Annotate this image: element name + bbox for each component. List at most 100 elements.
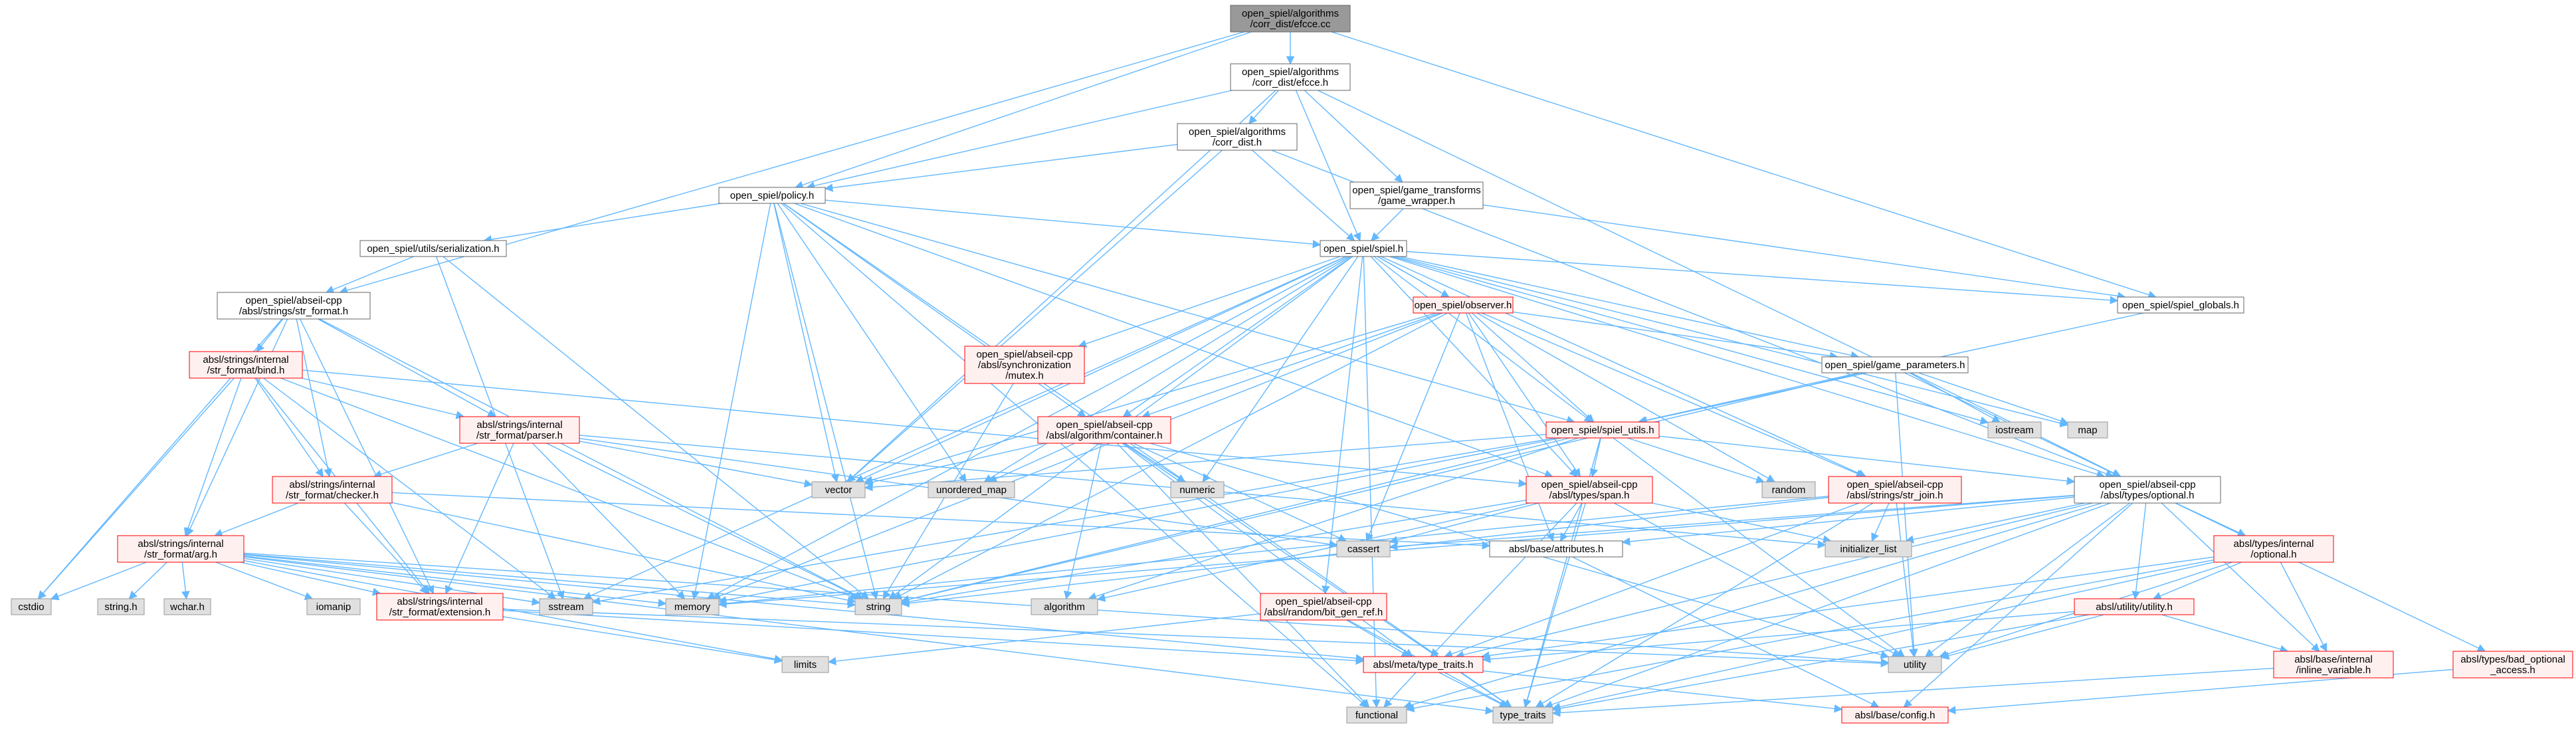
node-string[interactable]: string — [854, 598, 902, 615]
edge-optional_h-to-utility — [1924, 502, 2130, 657]
edge-parser_h-to-checker_h — [373, 443, 478, 478]
node-iostream[interactable]: iostream — [1987, 421, 2042, 439]
node-algorithm[interactable]: algorithm — [1031, 598, 1098, 615]
node-checker-h[interactable]: absl/strings/internal/str_format/checker… — [272, 476, 393, 504]
edge-checker_h-to-string — [391, 502, 856, 605]
node-box — [2117, 296, 2244, 314]
node-serialization-h[interactable]: open_spiel/utils/serialization.h — [359, 240, 507, 257]
node-box — [928, 481, 1015, 498]
edge-spiel_h-to-memory — [706, 256, 1349, 599]
edge-efcce_h-to-policy_h — [806, 90, 1233, 190]
node-container-h[interactable]: open_spiel/abseil-cpp/absl/algorithm/con… — [1037, 416, 1171, 444]
node-label: absl/types/bad_optional — [2460, 654, 2565, 665]
edge-optional_h-to-inline_variable_h — [2161, 502, 2320, 652]
node-policy-h[interactable]: open_spiel/policy.h — [718, 187, 826, 204]
node-label: open_spiel/policy.h — [730, 190, 814, 201]
node-sstream[interactable]: sstream — [539, 598, 593, 615]
node-label: map — [2078, 425, 2097, 436]
node-span-h[interactable]: open_spiel/abseil-cpp/absl/types/span.h — [1526, 476, 1653, 504]
node-label: absl/meta/type_traits.h — [1373, 659, 1474, 671]
node-label: absl/types/internal — [2234, 538, 2314, 550]
node-box — [1888, 656, 1942, 673]
node-limits[interactable]: limits — [781, 656, 829, 673]
edge-game_wrapper_h-to-spiel_globals_h — [1482, 204, 2126, 300]
edge-policy_h-to-spiel_h — [825, 199, 1322, 249]
node-string-h[interactable]: string.h — [97, 598, 145, 615]
edge-optional_h-to-cassert — [1389, 494, 2075, 551]
node-numeric[interactable]: numeric — [1170, 481, 1225, 498]
node-utility-utility-h[interactable]: absl/utility/utility.h — [2074, 598, 2195, 615]
node-unordered-map[interactable]: unordered_map — [928, 481, 1015, 498]
node-box — [1349, 181, 1484, 209]
edge-inline_variable_h-to-type_traits — [1551, 667, 2274, 717]
node-box — [1987, 421, 2042, 439]
node-random[interactable]: random — [1761, 481, 1816, 498]
edge-policy_h-to-type_traits — [783, 203, 1512, 708]
node-inline-variable-h[interactable]: absl/base/internal/inline_variable.h — [2273, 651, 2394, 679]
node-label: /str_format/arg.h — [144, 549, 217, 560]
node-initializer-list[interactable]: initializer_list — [1825, 540, 1912, 558]
node-box — [1825, 540, 1912, 558]
edge-policy_h-to-functional — [781, 203, 1368, 708]
edge-game_parameters_h-to-map — [1918, 372, 2069, 425]
node-map[interactable]: map — [2067, 421, 2108, 439]
node-label: /inline_variable.h — [2296, 665, 2371, 676]
node-spiel-globals-h[interactable]: open_spiel/spiel_globals.h — [2117, 296, 2244, 314]
node-corr-dist-h[interactable]: open_spiel/algorithms/corr_dist.h — [1177, 123, 1298, 151]
node-attributes-h[interactable]: absl/base/attributes.h — [1489, 540, 1623, 558]
node-box — [1545, 421, 1660, 439]
edge-bind_h-to-span_h — [302, 369, 1528, 488]
node-label: absl/strings/internal — [289, 479, 375, 490]
node-label: unordered_map — [936, 484, 1007, 496]
node-wchar-h[interactable]: wchar.h — [163, 598, 211, 615]
node-label: numeric — [1179, 484, 1215, 496]
node-arg-h[interactable]: absl/strings/internal/str_format/arg.h — [117, 535, 245, 563]
node-label: open_spiel/abseil-cpp — [1846, 479, 1943, 490]
node-label: open_spiel/abseil-cpp — [2099, 479, 2195, 490]
node-internal-optional-h[interactable]: absl/types/internal/optional.h — [2213, 535, 2334, 563]
node-config-h[interactable]: absl/base/config.h — [1841, 706, 1949, 724]
node-cassert[interactable]: cassert — [1336, 540, 1391, 558]
node-parser-h[interactable]: absl/strings/internal/str_format/parser.… — [459, 416, 580, 444]
node-iomanip[interactable]: iomanip — [306, 598, 361, 615]
edge-str_join_h-to-type_traits_h — [1444, 502, 1860, 658]
edge-container_h-to-type_traits_h — [1122, 443, 1413, 657]
node-bad-optional-access-h[interactable]: absl/types/bad_optional_access.h — [2452, 651, 2573, 679]
node-box — [376, 593, 504, 621]
node-type-traits-h[interactable]: absl/meta/type_traits.h — [1363, 656, 1484, 673]
node-box — [1841, 706, 1949, 724]
node-str-join-h[interactable]: open_spiel/abseil-cpp/absl/strings/str_j… — [1828, 476, 1962, 504]
node-extension-h[interactable]: absl/strings/internal/str_format/extensi… — [376, 593, 504, 621]
node-spiel-utils-h[interactable]: open_spiel/spiel_utils.h — [1545, 421, 1660, 439]
node-box — [781, 656, 829, 673]
node-optional-h[interactable]: open_spiel/abseil-cpp/absl/types/optiona… — [2074, 476, 2221, 504]
node-efcce-h[interactable]: open_spiel/algorithms/corr_dist/efcce.h — [1230, 63, 1351, 91]
edge-spiel_h-to-str_join_h — [1381, 256, 1867, 478]
node-type-traits[interactable]: type_traits — [1492, 706, 1553, 724]
node-spiel-h[interactable]: open_spiel/spiel.h — [1320, 240, 1407, 257]
edge-spiel_h-to-unordered_map — [983, 256, 1351, 482]
node-game-wrapper-h[interactable]: open_spiel/game_transforms/game_wrapper.… — [1349, 181, 1484, 209]
edge-efcce_h-to-optional_h — [1318, 90, 2121, 477]
node-utility[interactable]: utility — [1888, 656, 1942, 673]
edge-policy_h-to-vector — [773, 203, 839, 483]
node-vector[interactable]: vector — [811, 481, 866, 498]
node-bind-h[interactable]: absl/strings/internal/str_format/bind.h — [189, 351, 303, 379]
edge-span_h-to-type_traits_h — [1430, 502, 1577, 657]
node-mutex-h[interactable]: open_spiel/abseil-cpp/absl/synchronizati… — [964, 346, 1085, 384]
edge-policy_h-to-container_h — [783, 203, 1086, 417]
node-str-format-h[interactable]: open_spiel/abseil-cpp/absl/strings/str_f… — [217, 292, 371, 320]
node-bit-gen-ref-h[interactable]: open_spiel/abseil-cpp/absl/random/bit_ge… — [1260, 593, 1387, 621]
node-cstdio[interactable]: cstdio — [11, 598, 52, 615]
edge-optional_h-to-functional — [1403, 502, 2102, 709]
node-memory[interactable]: memory — [665, 598, 720, 615]
edge-optional_h-to-attributes_h — [1621, 496, 2075, 546]
node-box — [2273, 651, 2394, 679]
node-root[interactable]: open_spiel/algorithms/corr_dist/efcce.cc — [1230, 5, 1351, 33]
edge-observer_h-to-vector — [864, 312, 1437, 484]
node-functional[interactable]: functional — [1346, 706, 1407, 724]
edge-utility_utility_h-to-type_traits_h — [1482, 611, 2075, 664]
node-observer-h[interactable]: open_spiel/observer.h — [1413, 296, 1514, 314]
node-game-parameters-h[interactable]: open_spiel/game_parameters.h — [1821, 356, 1969, 373]
edge-extension_h-to-limits — [502, 616, 783, 664]
